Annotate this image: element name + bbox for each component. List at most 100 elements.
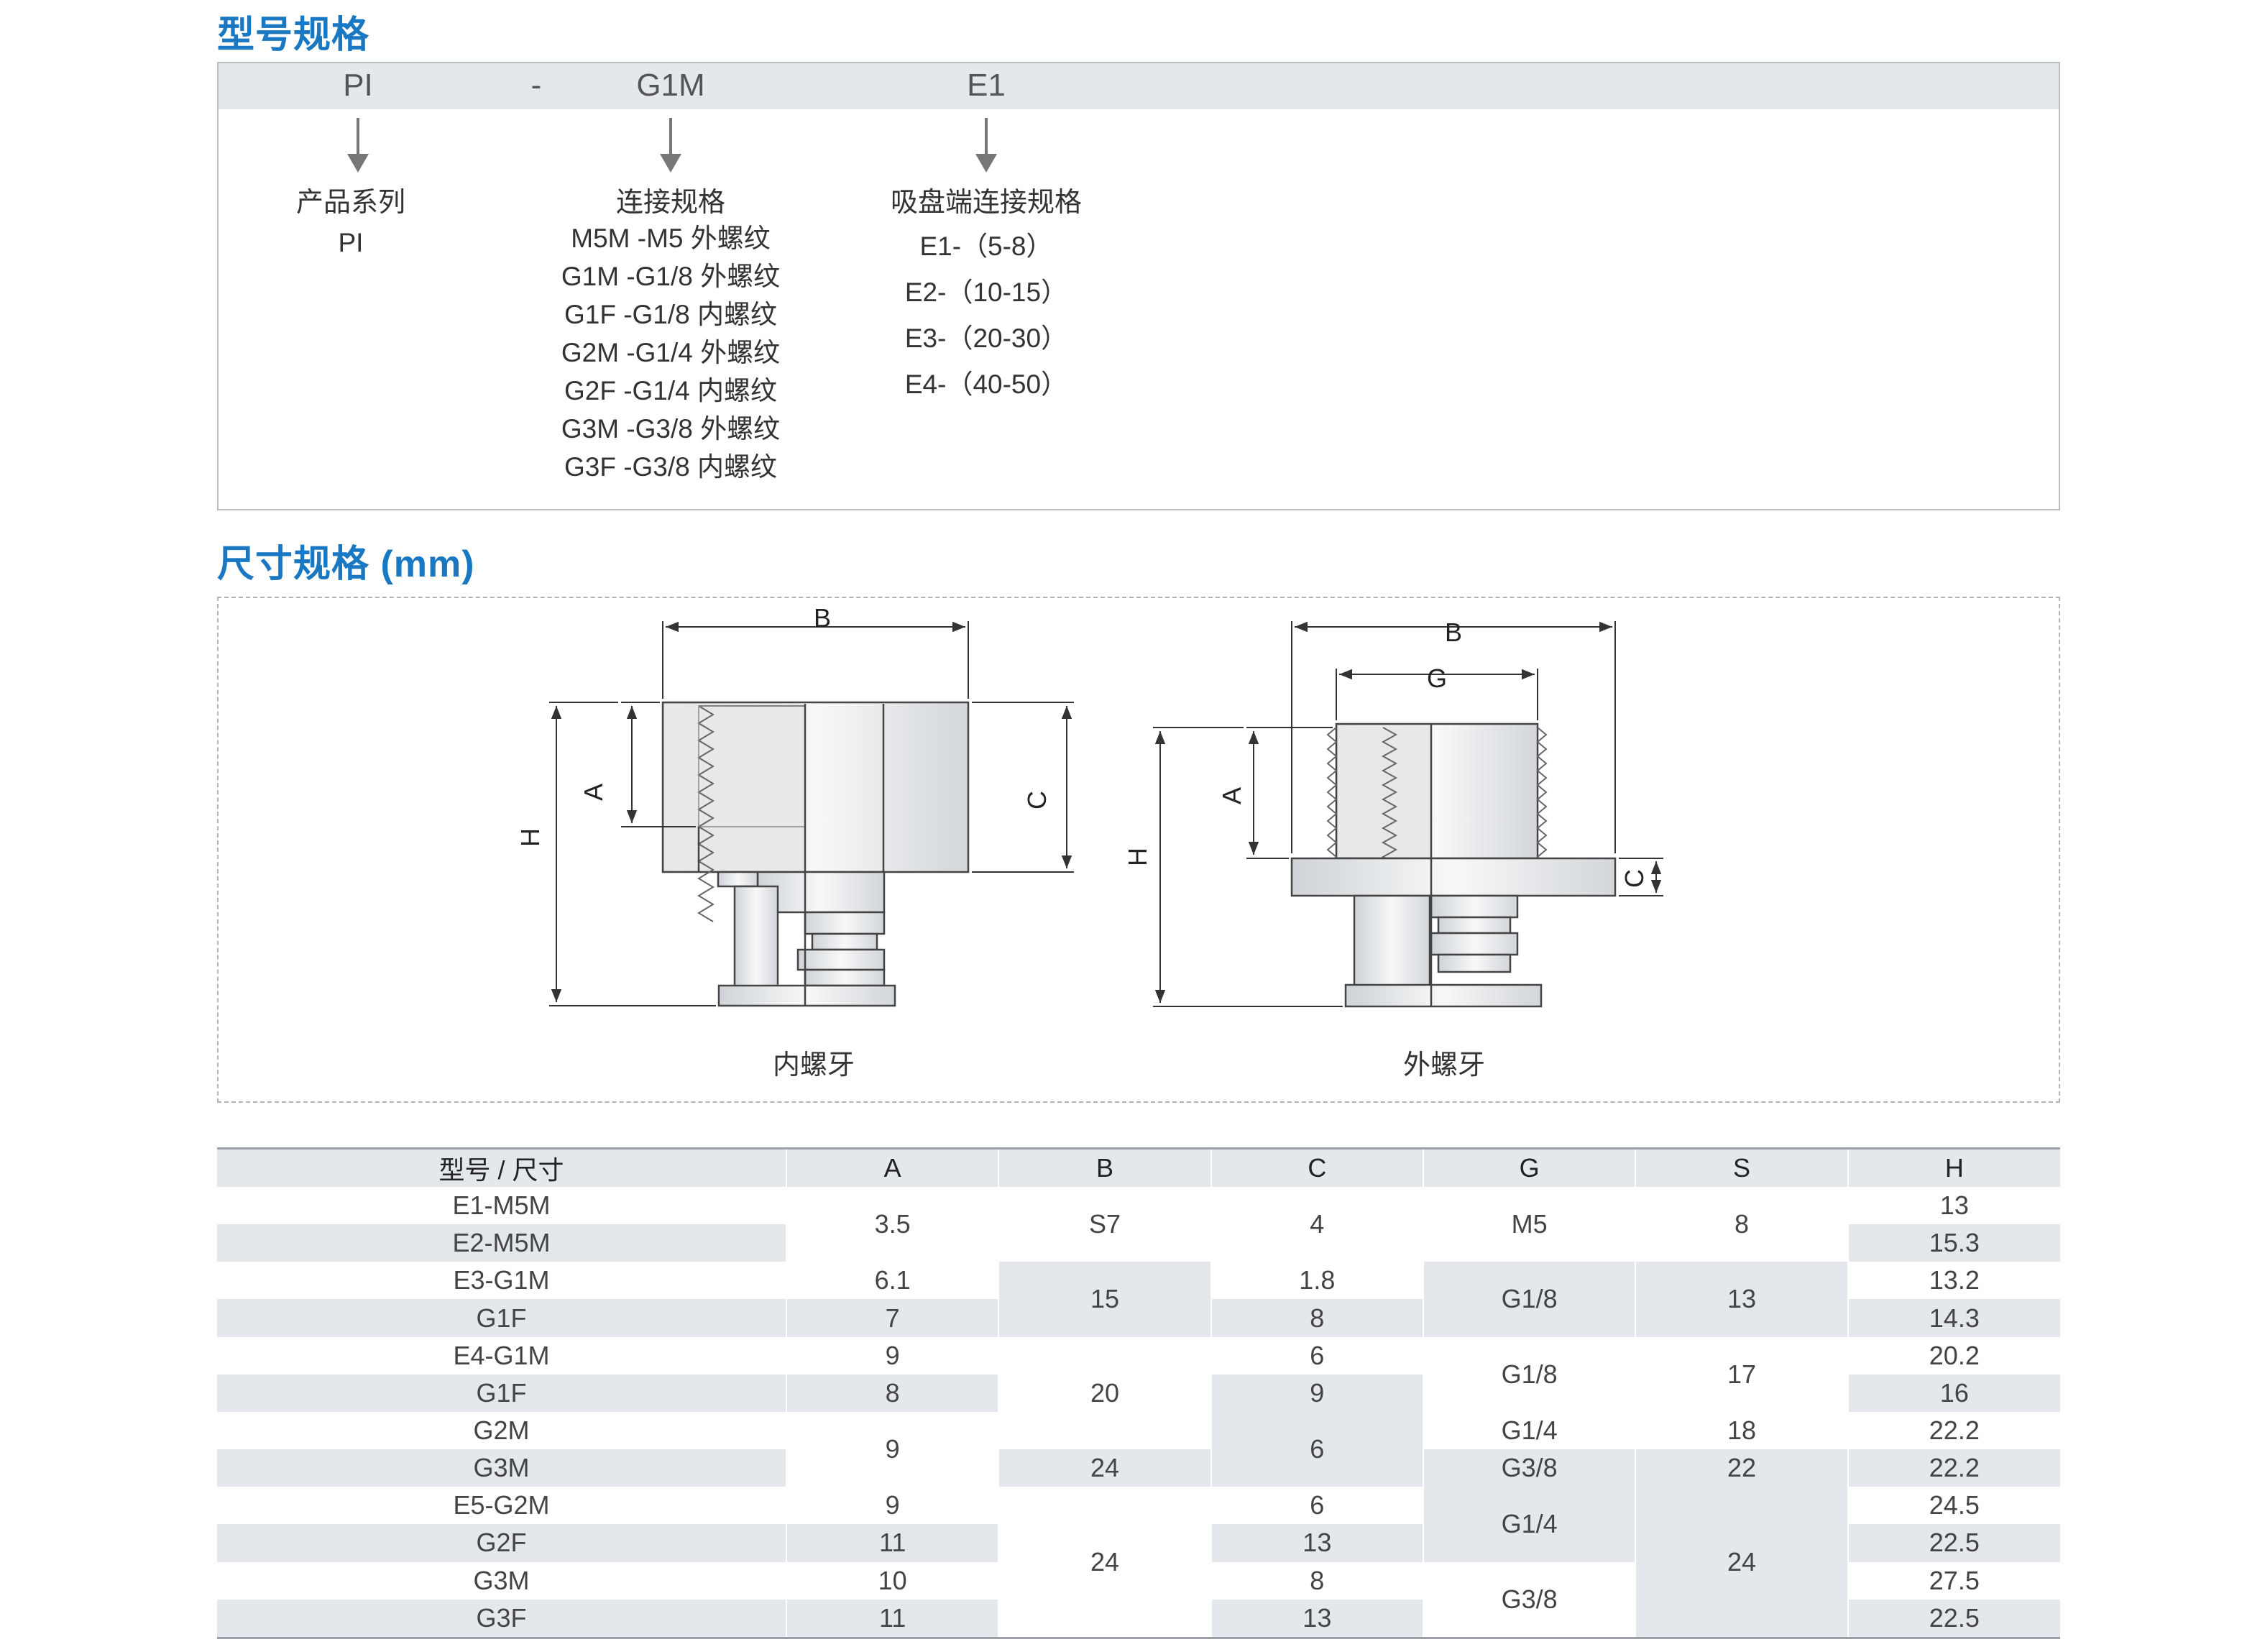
- ordering-code-bar: PI - G1M E1: [219, 63, 2059, 109]
- value-cell: 22.2: [1847, 1411, 2060, 1450]
- series-list: PI: [296, 228, 405, 258]
- dim-label-a: A: [579, 784, 608, 801]
- model-cell: E3-G1M: [217, 1262, 786, 1300]
- cup-end-heading: 吸盘端连接规格: [890, 188, 1083, 218]
- value-cell: G3/8: [1422, 1449, 1636, 1487]
- value-cell: 13: [1210, 1524, 1423, 1562]
- code-option: E1-（5-8）: [919, 231, 1053, 261]
- value-cell: G1/4: [1422, 1411, 1636, 1450]
- value-cell: G1/8: [1422, 1262, 1636, 1337]
- value-cell: G1/4: [1422, 1487, 1636, 1562]
- column-header: S: [1635, 1148, 1848, 1187]
- value-cell: 8: [1210, 1299, 1423, 1337]
- column-header: G: [1422, 1148, 1636, 1187]
- dim-label-c: C: [1620, 869, 1649, 888]
- arrow-down-icon: [660, 118, 681, 173]
- dim-label-c: C: [1022, 791, 1052, 809]
- value-cell: 13: [1635, 1262, 1848, 1337]
- value-cell: 18: [1635, 1411, 1848, 1450]
- value-cell: 4: [1210, 1187, 1423, 1262]
- value-cell: 9: [785, 1336, 999, 1375]
- value-cell: 22.5: [1847, 1524, 2060, 1562]
- dim-label-b: B: [1445, 618, 1462, 647]
- value-cell: 20.2: [1847, 1336, 2060, 1375]
- code-segment-cup-end: E1: [967, 68, 1006, 103]
- column-header: H: [1847, 1148, 2060, 1187]
- dimension-drawings: B A H C: [515, 603, 1663, 1008]
- code-segment-connection: G1M: [636, 68, 705, 103]
- code-option: M5M -M5 外螺纹: [571, 224, 771, 253]
- value-cell: 16: [1847, 1374, 2060, 1412]
- model-cell: G3M: [217, 1449, 786, 1487]
- code-option: G1F -G1/8 内螺纹: [564, 300, 778, 329]
- dim-label-h: H: [515, 828, 545, 847]
- code-option: E3-（20-30）: [904, 323, 1068, 353]
- value-cell: 3.5: [785, 1187, 999, 1262]
- model-cell: G2M: [217, 1411, 786, 1450]
- value-cell: 24.5: [1847, 1487, 2060, 1525]
- value-cell: 6: [1210, 1336, 1423, 1375]
- column-header: 型号 / 尺寸: [217, 1148, 786, 1187]
- code-segment-dash: -: [530, 68, 542, 103]
- code-option: E2-（10-15）: [904, 277, 1068, 307]
- arrow-down-icon: [975, 118, 997, 173]
- model-cell: G1F: [217, 1374, 786, 1412]
- value-cell: 8: [785, 1374, 999, 1412]
- internal-thread-drawing: B A H C: [515, 603, 1074, 1007]
- value-cell: 20: [998, 1336, 1211, 1450]
- arrow-down-icon: [347, 118, 369, 173]
- connection-heading: 连接规格: [615, 188, 725, 218]
- code-option: PI: [338, 228, 364, 257]
- model-cell: G1F: [217, 1299, 786, 1337]
- model-cell: E5-G2M: [217, 1487, 786, 1525]
- value-cell: 11: [785, 1524, 999, 1562]
- value-cell: M5: [1422, 1187, 1636, 1262]
- code-option: G3F -G3/8 内螺纹: [564, 452, 778, 482]
- caption-external-thread: 外螺牙: [1402, 1050, 1486, 1080]
- code-option: G3M -G3/8 外螺纹: [561, 414, 781, 444]
- external-thread-drawing: B G A H C: [1123, 618, 1663, 1008]
- column-header: C: [1210, 1148, 1423, 1187]
- value-cell: 22: [1635, 1449, 1848, 1487]
- code-option: G2M -G1/4 外螺纹: [561, 338, 781, 367]
- series-column: 产品系列 PI: [296, 180, 405, 258]
- value-cell: 6: [1210, 1411, 1423, 1487]
- value-cell: 8: [1635, 1187, 1848, 1262]
- drawing-panel: B A H C: [217, 597, 2060, 1103]
- value-cell: 13: [1847, 1187, 2060, 1225]
- model-cell: E4-G1M: [217, 1336, 786, 1375]
- model-cell: G3M: [217, 1561, 786, 1600]
- code-segment-series: PI: [343, 68, 373, 103]
- value-cell: 9: [785, 1487, 999, 1525]
- column-header: B: [998, 1148, 1211, 1187]
- value-cell: 13: [1210, 1599, 1423, 1638]
- value-cell: 9: [1210, 1374, 1423, 1412]
- model-cell: G2F: [217, 1524, 786, 1562]
- cup-end-list: E1-（5-8）E2-（10-15）E3-（20-30）E4-（40-50）: [891, 224, 1082, 408]
- dim-label-h: H: [1123, 848, 1152, 866]
- value-cell: G3/8: [1422, 1561, 1636, 1638]
- value-cell: 10: [785, 1561, 999, 1600]
- section-title-dimensions: 尺寸规格 (mm): [217, 543, 475, 585]
- value-cell: 6: [1210, 1487, 1423, 1525]
- value-cell: 17: [1635, 1336, 1848, 1412]
- value-cell: 13.2: [1847, 1262, 2060, 1300]
- value-cell: 22.2: [1847, 1449, 2060, 1487]
- value-cell: 24: [998, 1487, 1211, 1638]
